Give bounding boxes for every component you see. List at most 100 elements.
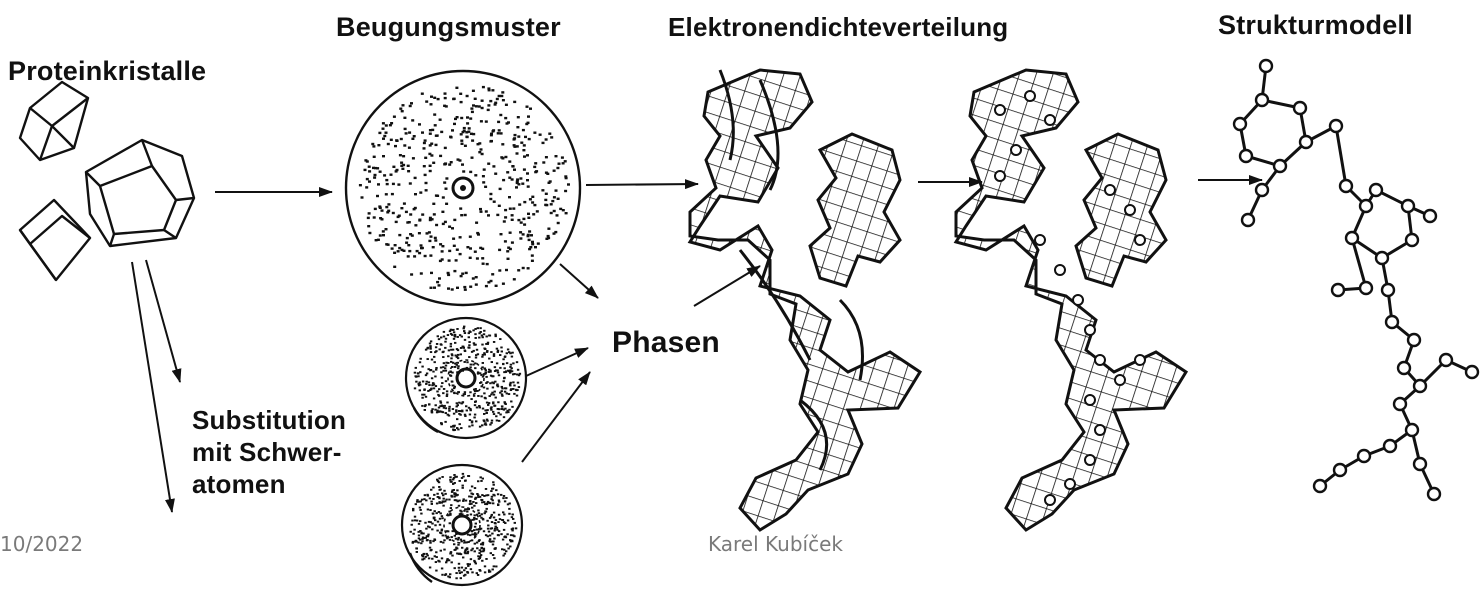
diffraction-spot	[479, 569, 481, 571]
diffraction-spot	[484, 397, 486, 399]
diffraction-spot	[437, 496, 439, 498]
diffraction-spot	[517, 116, 520, 118]
diffraction-spot	[487, 109, 490, 111]
diffraction-spot	[473, 517, 475, 519]
diffraction-spot	[441, 382, 443, 384]
diffraction-spot	[471, 111, 474, 113]
diffraction-spot	[413, 208, 416, 210]
diffraction-spot	[484, 368, 486, 370]
diffraction-spot	[498, 514, 500, 516]
diffraction-spot	[464, 332, 466, 334]
diffraction-spot	[460, 539, 462, 541]
diffraction-spot	[475, 563, 477, 565]
diffraction-spot	[497, 350, 499, 352]
diffraction-spot	[479, 327, 481, 329]
diffraction-spot	[522, 129, 525, 131]
diffraction-spot	[472, 90, 475, 92]
diffraction-spot	[469, 366, 471, 368]
model-atom	[1256, 184, 1268, 196]
diffraction-spot	[419, 371, 421, 373]
diffraction-spot	[501, 390, 503, 392]
diffraction-spot	[474, 526, 476, 528]
diffraction-spot	[494, 530, 496, 532]
diffraction-spot	[418, 384, 420, 386]
diffraction-spot	[522, 267, 525, 269]
diffraction-spot	[391, 193, 394, 195]
diffraction-spot	[499, 367, 501, 369]
diffraction-spot	[496, 362, 498, 364]
diffraction-spot	[453, 270, 456, 272]
diffraction-spot	[456, 249, 459, 251]
diffraction-spot	[515, 186, 518, 188]
model-atom	[1300, 136, 1312, 148]
diffraction-spot	[428, 521, 430, 523]
diffraction-spot	[509, 208, 512, 210]
diffraction-spot	[432, 540, 434, 542]
fitted-atom	[1011, 145, 1021, 155]
diffraction-spot	[427, 555, 429, 557]
diffraction-spot	[450, 507, 452, 509]
diffraction-spot	[416, 501, 418, 503]
diffraction-spot	[503, 371, 505, 373]
diffraction-spot	[460, 214, 463, 216]
diffraction-spot	[507, 349, 509, 351]
diffraction-spot	[428, 153, 431, 155]
diffraction-spot	[468, 336, 470, 338]
diffraction-spot	[502, 555, 504, 557]
diffraction-spot	[478, 552, 480, 554]
diffraction-spot	[455, 572, 457, 574]
diffraction-spot	[449, 573, 451, 575]
diffraction-spot	[415, 503, 417, 505]
diffraction-spot	[500, 95, 503, 97]
diffraction-spot	[435, 570, 437, 572]
diffraction-spot	[480, 120, 483, 122]
diffraction-spot	[430, 489, 432, 491]
diffraction-spot	[461, 143, 464, 145]
diffraction-spot	[431, 503, 433, 505]
diffraction-spot	[443, 498, 445, 500]
diffraction-spot	[406, 237, 409, 239]
diffraction-spot	[474, 251, 477, 253]
diffraction-spot	[473, 529, 475, 531]
diffraction-spot	[537, 242, 540, 244]
diffraction-spot	[513, 373, 515, 375]
diffraction-spot	[487, 87, 490, 89]
diffraction-spot	[453, 474, 455, 476]
model-atom	[1346, 232, 1358, 244]
diffraction-spot	[433, 387, 435, 389]
diffraction-spot	[469, 286, 472, 288]
diffraction-spot	[474, 98, 477, 100]
diffraction-spot	[458, 413, 460, 415]
diffraction-spot	[491, 89, 494, 91]
diffraction-spot	[443, 539, 445, 541]
diffraction-spot	[456, 427, 458, 429]
diffraction-spot	[488, 358, 490, 360]
diffraction-spot	[476, 529, 478, 531]
diffraction-spot	[512, 534, 514, 536]
diffraction-spot	[415, 367, 417, 369]
diffraction-spot	[403, 144, 406, 146]
diffraction-spot	[504, 117, 507, 119]
diffraction-spot	[440, 344, 442, 346]
diffraction-spot	[486, 351, 488, 353]
diffraction-spot	[374, 174, 377, 176]
diffraction-spot	[475, 283, 478, 285]
diffraction-spot	[439, 243, 442, 245]
diffraction-spot	[493, 517, 495, 519]
diffraction-spot	[430, 103, 433, 105]
diffraction-spot	[486, 263, 489, 265]
diffraction-spot	[392, 212, 395, 214]
diffraction-spot	[418, 535, 420, 537]
diffraction-spot	[450, 495, 452, 497]
diffraction-spot	[461, 540, 463, 542]
diffraction-spot	[400, 207, 403, 209]
diffraction-spot	[411, 138, 414, 140]
diffraction-spot	[445, 365, 447, 367]
diffraction-spot	[430, 287, 433, 289]
diffraction-spot	[476, 493, 478, 495]
diffraction-spot	[371, 143, 374, 145]
diffraction-spot	[439, 477, 441, 479]
diffraction-spot	[455, 259, 458, 261]
diffraction-spot	[496, 529, 498, 531]
diffraction-spot	[423, 553, 425, 555]
